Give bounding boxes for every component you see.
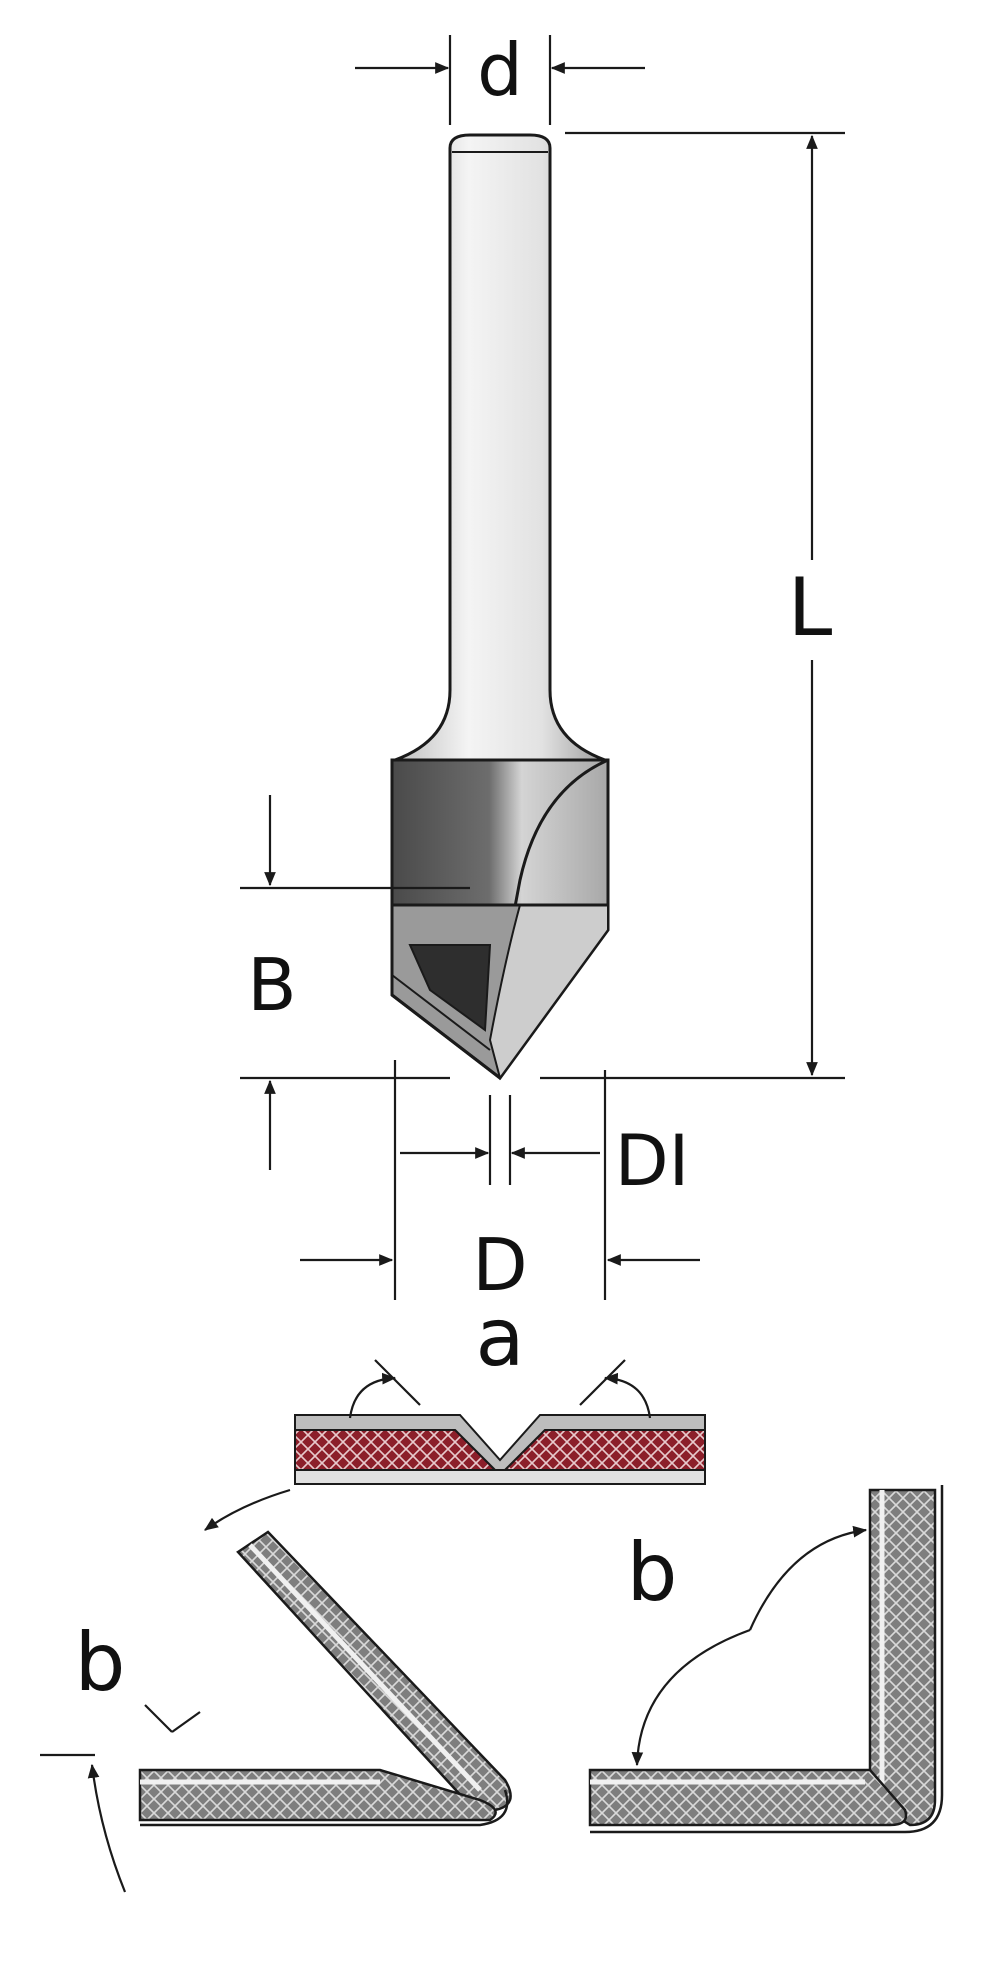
- grooved-panel: [294, 1359, 706, 1485]
- router-bit: [390, 133, 610, 1081]
- folded-panel-left: [40, 1488, 512, 1893]
- folded-panel-right: [588, 1485, 944, 1834]
- label-DI: DI: [615, 1120, 690, 1202]
- label-b-left: b: [75, 1616, 126, 1709]
- bit-shank: [394, 133, 606, 762]
- label-D: D: [472, 1223, 527, 1307]
- label-L: L: [788, 561, 833, 654]
- label-d: d: [477, 28, 523, 112]
- label-b-right: b: [627, 1526, 678, 1619]
- label-a: a: [475, 1291, 524, 1384]
- dimension-lines: [240, 35, 845, 1300]
- label-B: B: [247, 943, 296, 1027]
